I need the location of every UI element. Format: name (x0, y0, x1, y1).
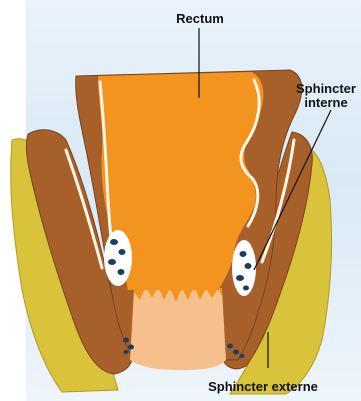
sphincter-interne-label: Sphincter interne (293, 82, 359, 110)
sphincter-interne-label-line1: Sphincter (293, 82, 359, 96)
anal-canal (130, 290, 226, 370)
rectum-label: Rectum (172, 12, 228, 26)
left-vessel-pocket (104, 230, 132, 286)
sphincter-interne-label-line2: interne (293, 96, 359, 110)
sphincter-externe-label: Sphincter externe (198, 380, 328, 394)
